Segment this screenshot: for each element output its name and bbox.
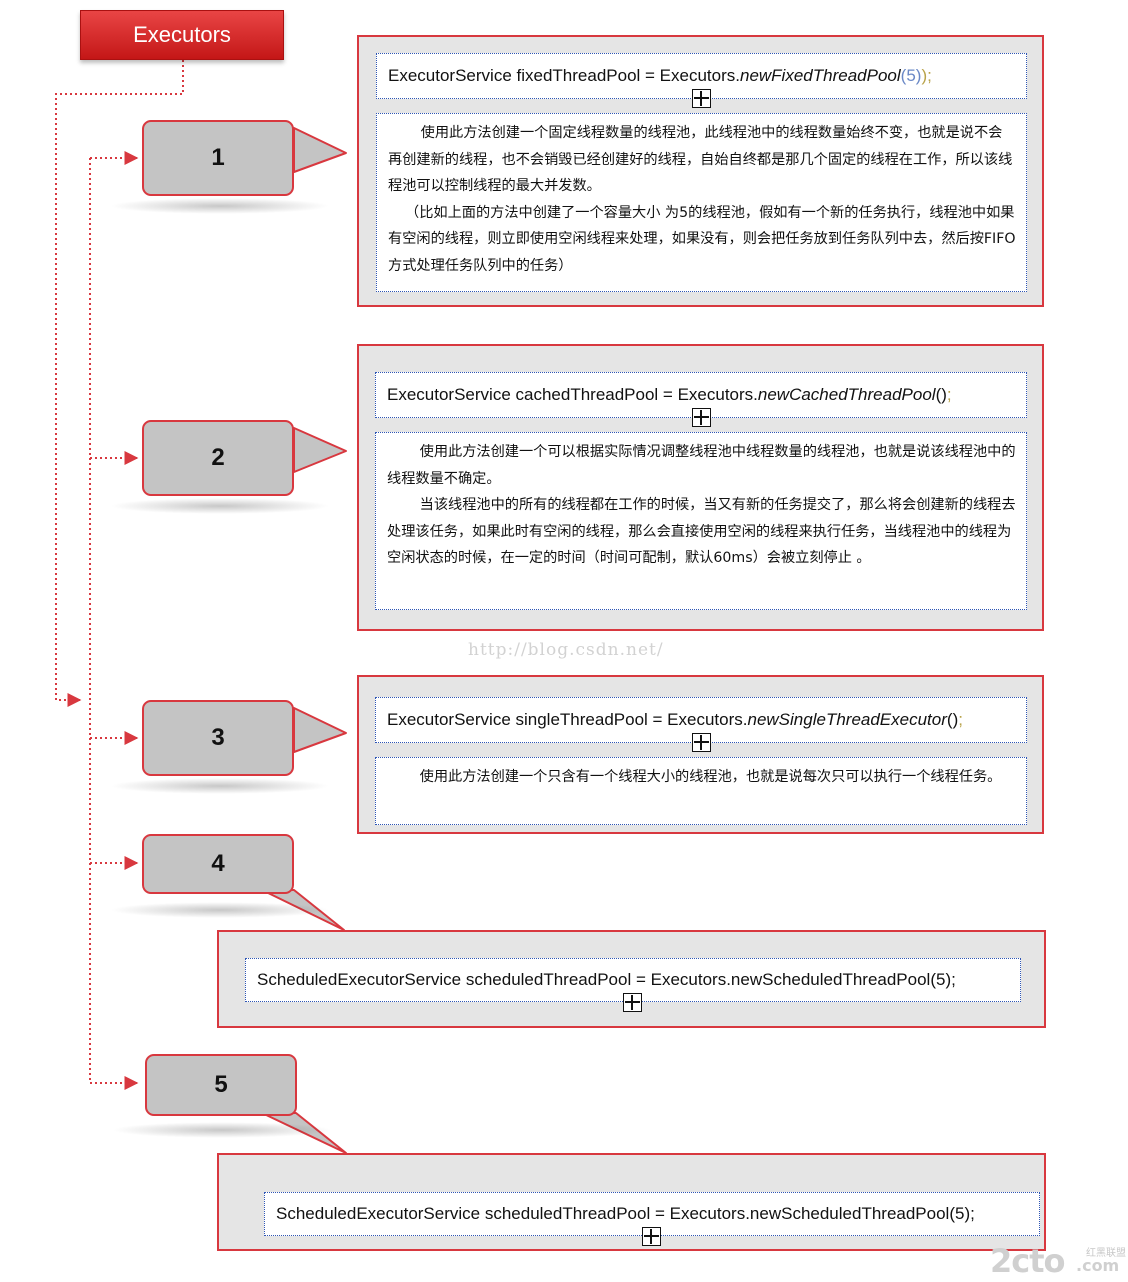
code-semicolon: ;: [958, 710, 963, 729]
code-semicolon: );: [921, 66, 932, 85]
code-text: ScheduledExecutorService scheduledThread…: [276, 1204, 975, 1223]
expand-plus-icon[interactable]: [692, 89, 711, 108]
code-text: ExecutorService fixedThreadPool = Execut…: [388, 66, 740, 85]
logo-main: 2cto: [990, 1242, 1066, 1280]
code-method: newSingleThreadExecutor: [747, 710, 947, 729]
desc-paragraph: 当该线程池中的所有的线程都在工作的时候，当又有新的任务提交了，那么将会创建新的线…: [387, 497, 1016, 566]
desc-fixed-thread-pool: 使用此方法创建一个固定线程数量的线程池，此线程池中的线程数量始终不变，也就是说不…: [376, 113, 1027, 292]
node-5: 5: [145, 1054, 297, 1116]
expand-plus-icon[interactable]: [623, 993, 642, 1012]
panel-scheduled-thread-pool: ScheduledExecutorService scheduledThread…: [217, 930, 1046, 1028]
code-text: ExecutorService singleThreadPool = Execu…: [387, 710, 748, 729]
node-number: 2: [211, 444, 225, 471]
node-number: 3: [211, 724, 225, 751]
node-3: 3: [142, 700, 294, 776]
expand-plus-icon[interactable]: [642, 1227, 661, 1246]
code-paren: ): [915, 66, 922, 85]
node-shadow: [112, 1122, 332, 1138]
code-method: newCachedThreadPool: [757, 385, 936, 404]
desc-paragraph: 使用此方法创建一个固定线程数量的线程池，此线程池中的线程数量始终不变，也就是说不…: [388, 125, 1013, 194]
node-number: 4: [211, 850, 225, 877]
desc-paragraph: 使用此方法创建一个只含有一个线程大小的线程池，也就是说每次只可以执行一个线程任务…: [419, 769, 1002, 785]
code-paren: (): [935, 385, 947, 404]
node-shadow: [110, 198, 330, 214]
site-logo: 2cto 红黑联盟 .com: [990, 1240, 1128, 1280]
node-shadow: [110, 778, 330, 794]
panel-fixed-thread-pool: ExecutorService fixedThreadPool = Execut…: [357, 35, 1044, 307]
node-2: 2: [142, 420, 294, 496]
desc-cached-thread-pool: 使用此方法创建一个可以根据实际情况调整线程池中线程数量的线程池，也就是说该线程池…: [375, 432, 1027, 610]
node-shadow: [110, 902, 330, 918]
desc-paragraph: 使用此方法创建一个可以根据实际情况调整线程池中线程数量的线程池，也就是说该线程池…: [387, 444, 1016, 487]
code-scheduled-thread-pool: ScheduledExecutorService scheduledThread…: [245, 958, 1021, 1002]
code-paren: (: [900, 66, 907, 85]
executors-root-box: Executors: [80, 10, 284, 60]
node-4: 4: [142, 834, 294, 894]
node-number: 5: [214, 1071, 228, 1098]
code-text: ExecutorService cachedThreadPool = Execu…: [387, 385, 758, 404]
desc-single-thread-executor: 使用此方法创建一个只含有一个线程大小的线程池，也就是说每次只可以执行一个线程任务…: [375, 757, 1027, 825]
node-1: 1: [142, 120, 294, 196]
logo-chinese: 红黑联盟: [1086, 1248, 1126, 1259]
watermark-url: http://blog.csdn.net/: [468, 640, 664, 660]
panel-single-thread-executor: ExecutorService singleThreadPool = Execu…: [357, 675, 1044, 834]
desc-paragraph: （比如上面的方法中创建了一个容量大小 为5的线程池，假如有一个新的任务执行，线程…: [388, 204, 1016, 274]
code-paren: (): [946, 710, 959, 729]
code-text: ScheduledExecutorService scheduledThread…: [257, 970, 956, 989]
panel-cached-thread-pool: ExecutorService cachedThreadPool = Execu…: [357, 344, 1044, 631]
panel-scheduled-thread-pool-2: ScheduledExecutorService scheduledThread…: [217, 1153, 1046, 1251]
code-method: newFixedThreadPool: [739, 66, 901, 85]
expand-plus-icon[interactable]: [692, 408, 711, 427]
code-semicolon: ;: [946, 385, 952, 404]
node-shadow: [110, 498, 330, 514]
expand-plus-icon[interactable]: [692, 733, 711, 752]
executors-root-label: Executors: [133, 22, 231, 47]
node-number: 1: [211, 144, 225, 171]
code-arg: 5: [906, 66, 916, 85]
logo-suffix: .com: [1076, 1256, 1120, 1275]
